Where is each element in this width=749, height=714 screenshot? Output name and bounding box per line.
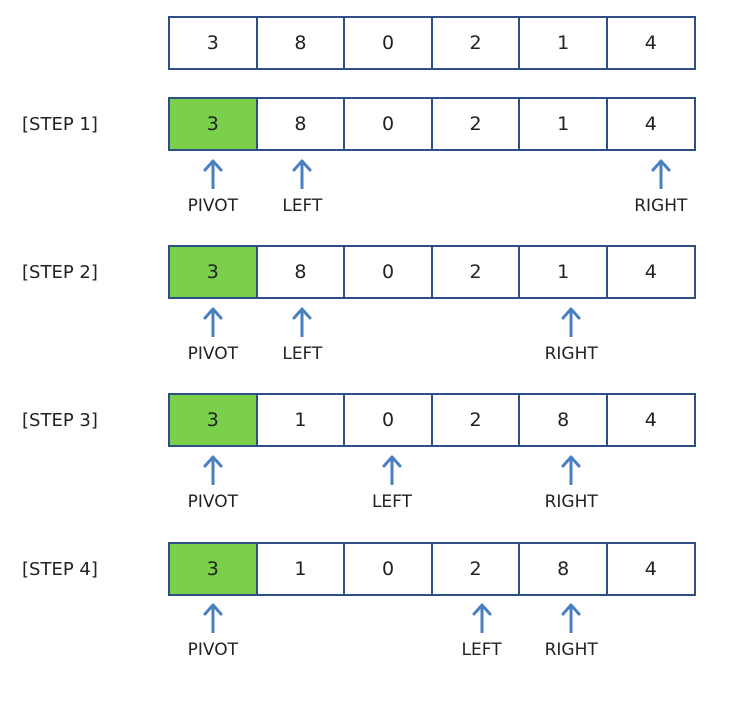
- array-cell: 8: [255, 97, 346, 151]
- step-array: 3 1 0 2 8 4: [168, 393, 706, 447]
- initial-array: 3 8 0 2 1 4: [168, 16, 706, 70]
- pivot-marker: PIVOT: [173, 602, 253, 660]
- array-cell: 4: [605, 16, 696, 70]
- up-arrow-icon: [203, 455, 223, 485]
- array-cell: 1: [518, 97, 608, 151]
- marker-label: RIGHT: [634, 196, 688, 216]
- array-cell: 4: [605, 245, 696, 299]
- marker-label: RIGHT: [544, 344, 598, 364]
- pivot-marker: PIVOT: [173, 306, 253, 364]
- right-marker: RIGHT: [531, 306, 611, 364]
- up-arrow-icon: [292, 307, 312, 337]
- pivot-cell: 3: [168, 245, 258, 299]
- array-cell: 4: [605, 542, 696, 596]
- left-marker: LEFT: [262, 158, 342, 216]
- marker-label: PIVOT: [187, 492, 238, 512]
- pivot-cell: 3: [168, 97, 258, 151]
- array-cell: 0: [343, 245, 433, 299]
- up-arrow-icon: [382, 455, 402, 485]
- array-cell: 1: [518, 16, 608, 70]
- array-cell: 3: [168, 16, 258, 70]
- pivot-marker: PIVOT: [173, 158, 253, 216]
- marker-label: RIGHT: [544, 492, 598, 512]
- array-cell: 0: [343, 393, 433, 447]
- step-array: 3 8 0 2 1 4: [168, 245, 706, 299]
- step-label: [STEP 3]: [22, 410, 98, 431]
- up-arrow-icon: [203, 307, 223, 337]
- right-marker: RIGHT: [531, 454, 611, 512]
- array-cell: 4: [605, 393, 696, 447]
- marker-label: LEFT: [282, 344, 323, 364]
- array-cell: 1: [518, 245, 608, 299]
- array-cell: 0: [343, 16, 433, 70]
- step-label: [STEP 2]: [22, 262, 98, 283]
- marker-label: LEFT: [371, 492, 413, 512]
- up-arrow-icon: [561, 455, 581, 485]
- step-array: 3 1 0 2 8 4: [168, 542, 706, 596]
- marker-label: PIVOT: [187, 196, 238, 216]
- left-marker: LEFT: [352, 454, 432, 512]
- pivot-marker: PIVOT: [173, 454, 253, 512]
- pivot-cell: 3: [168, 393, 258, 447]
- array-cell: 4: [605, 97, 696, 151]
- step-label: [STEP 1]: [22, 114, 98, 135]
- up-arrow-icon: [561, 603, 581, 633]
- array-cell: 8: [255, 16, 346, 70]
- pivot-cell: 3: [168, 542, 258, 596]
- marker-label: LEFT: [282, 196, 323, 216]
- step-label: [STEP 4]: [22, 559, 98, 580]
- up-arrow-icon: [561, 307, 581, 337]
- array-cell: 2: [430, 97, 521, 151]
- left-marker: LEFT: [262, 306, 342, 364]
- array-cell: 8: [518, 542, 608, 596]
- array-cell: 2: [430, 245, 521, 299]
- up-arrow-icon: [292, 159, 312, 189]
- up-arrow-icon: [472, 603, 492, 633]
- up-arrow-icon: [203, 159, 223, 189]
- up-arrow-icon: [203, 603, 223, 633]
- array-cell: 2: [430, 393, 521, 447]
- array-cell: 8: [518, 393, 608, 447]
- array-cell: 8: [255, 245, 346, 299]
- left-marker: LEFT: [442, 602, 522, 660]
- array-cell: 0: [343, 97, 433, 151]
- right-marker: RIGHT: [621, 158, 701, 216]
- array-cell: 2: [430, 16, 521, 70]
- marker-label: PIVOT: [187, 640, 238, 660]
- array-cell: 2: [430, 542, 521, 596]
- marker-label: LEFT: [461, 640, 502, 660]
- array-cell: 0: [343, 542, 433, 596]
- array-cell: 1: [255, 393, 346, 447]
- marker-label: PIVOT: [187, 344, 238, 364]
- right-marker: RIGHT: [531, 602, 611, 660]
- step-array: 3 8 0 2 1 4: [168, 97, 706, 151]
- array-cell: 1: [255, 542, 346, 596]
- marker-label: RIGHT: [544, 640, 598, 660]
- up-arrow-icon: [651, 159, 671, 189]
